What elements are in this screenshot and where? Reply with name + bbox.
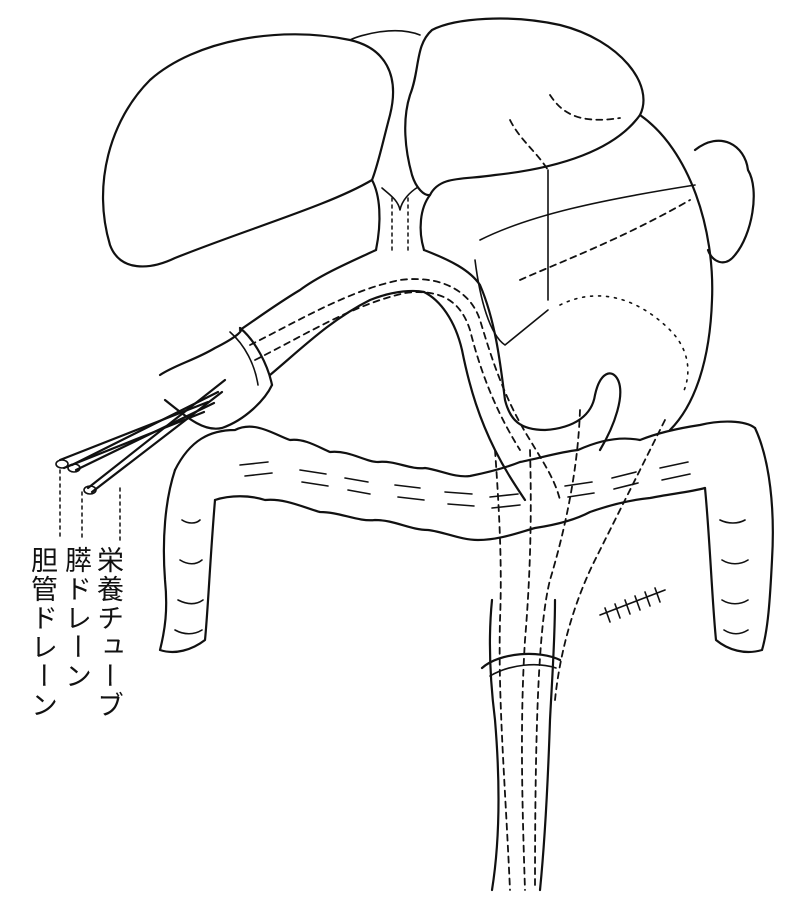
suture-line xyxy=(560,296,688,395)
colon-haustra-right xyxy=(720,520,748,634)
colon-haustra-left xyxy=(175,520,203,634)
jejunum-descending-left xyxy=(490,600,499,890)
duct-internal-drain xyxy=(392,198,408,250)
anastomosis-stitches xyxy=(600,588,665,622)
hepatic-duct-left xyxy=(372,180,379,250)
stomach-internal-outline xyxy=(510,95,690,280)
jejunal-limb-lower xyxy=(424,292,525,500)
pancreatic-drain-line xyxy=(72,392,218,470)
jejunal-limb-curve xyxy=(270,291,424,375)
liver-left-lobe xyxy=(103,34,393,266)
stomach-fundus xyxy=(695,141,754,263)
hilar-branch xyxy=(382,187,418,210)
tube-tip-3 xyxy=(56,460,68,468)
stomach-body xyxy=(640,115,712,430)
drain-tube-in-limb-1 xyxy=(250,279,560,500)
biliary-drain-label: 胆管ドレーン xyxy=(26,546,56,720)
hepatic-duct-right xyxy=(421,195,430,250)
liver-fissure xyxy=(350,31,420,40)
colon-right-ascending xyxy=(705,428,773,652)
limb-fixation-ring-inner xyxy=(230,332,258,385)
jejunum-tube-4 xyxy=(555,420,665,700)
jejunal-limb-inner xyxy=(240,250,376,330)
liver-right-lobe xyxy=(405,19,643,196)
colon-lower-edge xyxy=(215,488,705,540)
colon-taenia-1 xyxy=(240,462,688,497)
colon-left-descending xyxy=(160,470,215,652)
feeding-tube-label: 栄養チューブ xyxy=(92,546,122,720)
stomach-division-line xyxy=(480,185,695,240)
jejunum-tube-3 xyxy=(535,410,580,890)
jejunum-descending-right xyxy=(540,600,555,890)
pancreatic-drain-label: 膵ドレーン xyxy=(60,546,90,691)
drain-tube-in-limb-2 xyxy=(255,292,520,450)
colon-upper-edge xyxy=(175,422,755,477)
drain-sheath-top xyxy=(160,328,241,375)
jejunum-tube-2 xyxy=(522,450,531,890)
